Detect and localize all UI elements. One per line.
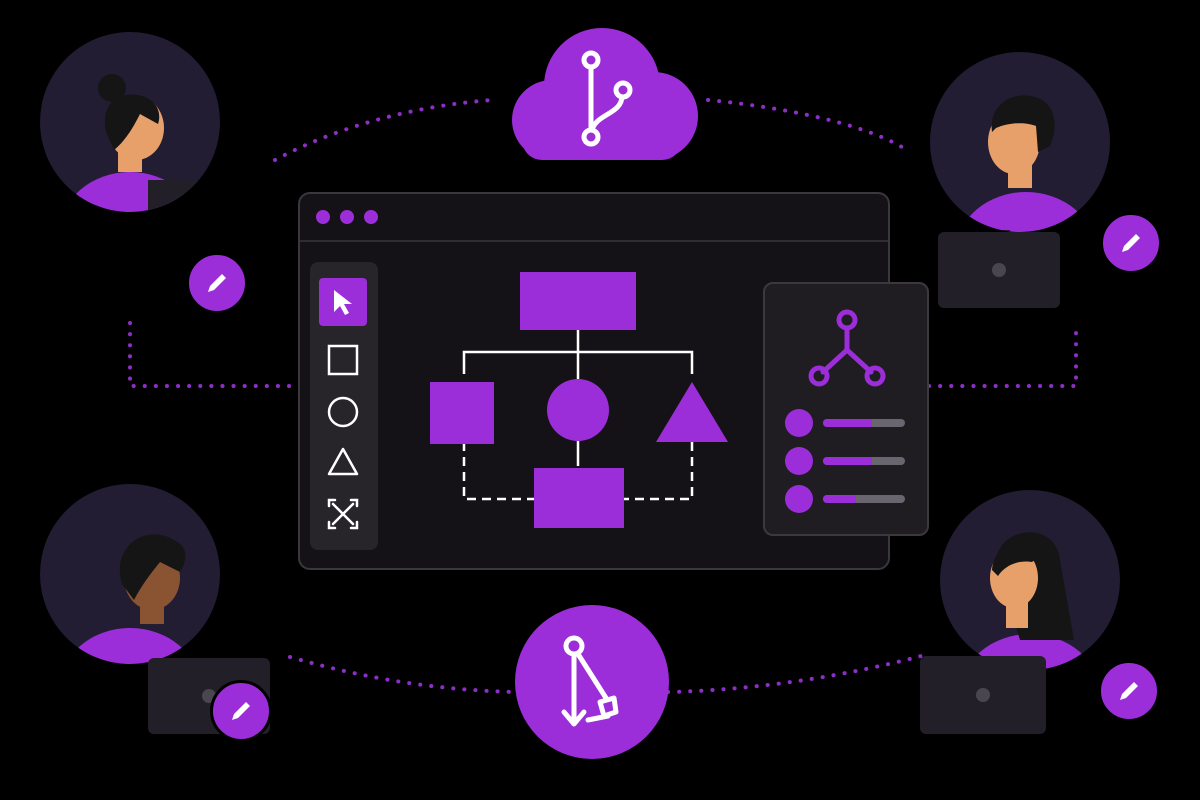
diagram-circle[interactable] <box>547 379 609 441</box>
shape-toolbar <box>310 262 378 550</box>
window-dot-2[interactable] <box>340 210 354 224</box>
panel-item-dot <box>785 409 813 437</box>
merge-badge <box>515 605 669 759</box>
window-dot-1[interactable] <box>316 210 330 224</box>
select-tool[interactable] <box>319 278 367 326</box>
laptop-top-right <box>938 232 1060 308</box>
edit-badge-bottom-right[interactable] <box>1098 660 1160 722</box>
connector-top-right <box>706 98 912 154</box>
connector-left-window <box>128 321 300 388</box>
panel-list-item[interactable] <box>785 408 909 438</box>
pencil-icon <box>1122 234 1140 252</box>
laptop-logo <box>976 688 990 702</box>
connector-icon <box>327 498 359 530</box>
panel-item-bar-fill <box>823 419 873 427</box>
person-avatar <box>40 484 220 664</box>
panel-item-bar-track <box>823 419 905 427</box>
panel-item-bar-fill <box>823 495 856 503</box>
connector-right-window <box>927 321 1078 388</box>
edit-badge-top-right[interactable] <box>1100 212 1162 274</box>
diagram-canvas <box>430 272 728 528</box>
square-icon <box>327 344 359 376</box>
pencil-icon <box>232 702 250 720</box>
panel-item-bar-fill <box>823 457 873 465</box>
connector-bottom-right <box>666 653 927 694</box>
connector-top-left <box>273 98 495 162</box>
cloud-git-branch-icon <box>512 28 698 160</box>
connector-bottom-left <box>288 655 517 694</box>
collaborator-top-left <box>40 32 220 212</box>
connector-tool[interactable] <box>319 490 367 538</box>
window-titlebar <box>300 194 888 242</box>
circle-icon <box>327 396 359 428</box>
edit-badge-bottom-left[interactable] <box>210 680 272 742</box>
laptop-bottom-right <box>920 656 1046 734</box>
triangle-icon <box>327 447 359 476</box>
pencil-icon <box>1120 682 1138 700</box>
panel-item-dot <box>785 485 813 513</box>
triangle-tool[interactable] <box>319 438 367 486</box>
cloud-sync-badge <box>492 26 710 160</box>
panel-item-bar-track <box>823 457 905 465</box>
git-merge-icon <box>561 635 619 727</box>
collaborator-bottom-right <box>940 490 1120 670</box>
diagram-square[interactable] <box>430 382 494 444</box>
panel-item-dot <box>785 447 813 475</box>
rectangle-tool[interactable] <box>319 336 367 384</box>
panel-item-bar-track <box>823 495 905 503</box>
collaborator-bottom-left <box>40 484 220 664</box>
person-avatar <box>930 52 1110 232</box>
circle-tool[interactable] <box>319 388 367 436</box>
cursor-icon <box>334 290 352 315</box>
pencil-icon <box>208 274 226 292</box>
git-fork-icon <box>808 309 886 387</box>
laptop-logo <box>992 263 1006 277</box>
panel-list-item[interactable] <box>785 484 909 514</box>
version-panel <box>763 282 929 536</box>
edit-badge-top-left[interactable] <box>186 252 248 314</box>
window-dot-3[interactable] <box>364 210 378 224</box>
diagram-triangle[interactable] <box>656 382 728 442</box>
panel-list-item[interactable] <box>785 446 909 476</box>
person-avatar <box>40 32 220 212</box>
person-avatar <box>940 490 1120 670</box>
diagram-bottom-rectangle[interactable] <box>534 468 624 528</box>
diagram-top-rectangle[interactable] <box>520 272 636 330</box>
collaborator-top-right <box>930 52 1110 232</box>
